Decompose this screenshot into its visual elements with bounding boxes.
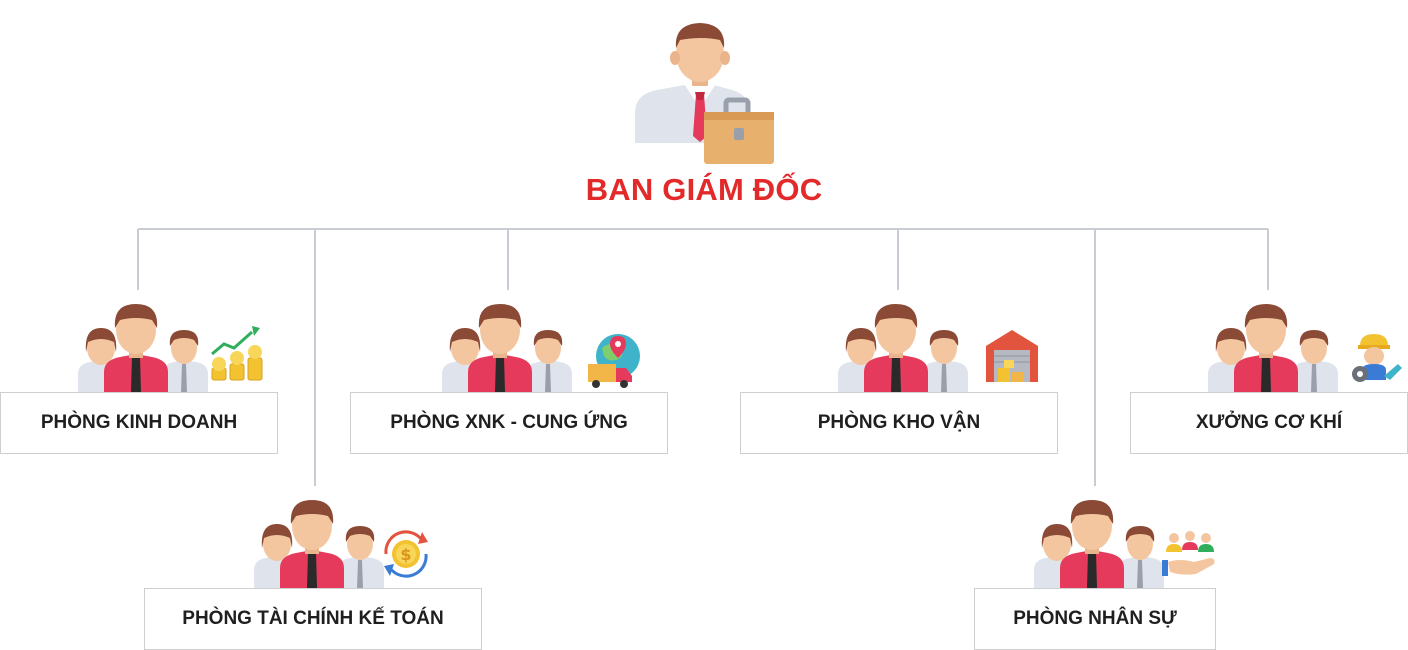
team-icon: [254, 500, 384, 590]
dollar-cycle-icon: $: [384, 530, 428, 578]
dept-box-tai-chinh[interactable]: PHÒNG TÀI CHÍNH KẾ TOÁN: [144, 588, 482, 650]
sales-growth-coins-icon: [211, 326, 263, 381]
dept-label: XƯỞNG CƠ KHÍ: [1195, 412, 1343, 433]
dept-box-kinh-doanh[interactable]: PHÒNG KINH DOANH: [0, 392, 278, 454]
dept-box-nhan-su[interactable]: PHÒNG NHÂN SỰ: [974, 588, 1216, 650]
dept-box-co-khi[interactable]: XƯỞNG CƠ KHÍ: [1130, 392, 1408, 454]
team-icon: [78, 304, 208, 394]
delivery-truck-globe-icon: [588, 334, 640, 388]
director-with-briefcase-icon: [635, 23, 774, 164]
people-hand-icon: [1162, 531, 1215, 576]
svg-text:$: $: [400, 545, 411, 564]
engineer-gear-wrench-icon: [1352, 334, 1402, 382]
team-icon: [1034, 500, 1164, 590]
dept-box-xnk[interactable]: PHÒNG XNK - CUNG ỨNG: [350, 392, 668, 454]
dept-label: PHÒNG XNK - CUNG ỨNG: [390, 412, 628, 433]
dept-label: PHÒNG KHO VẬN: [817, 412, 981, 433]
dept-box-kho-van[interactable]: PHÒNG KHO VẬN: [740, 392, 1058, 454]
team-icon: [1208, 304, 1338, 394]
warehouse-icon: [986, 330, 1038, 382]
top-title: BAN GIÁM ĐỐC: [585, 172, 823, 207]
dept-label: PHÒNG TÀI CHÍNH KẾ TOÁN: [182, 608, 444, 629]
dept-label: PHÒNG KINH DOANH: [40, 412, 238, 433]
dept-label: PHÒNG NHÂN SỰ: [1013, 608, 1177, 629]
team-icon: [442, 304, 572, 394]
team-icon: [838, 304, 968, 394]
